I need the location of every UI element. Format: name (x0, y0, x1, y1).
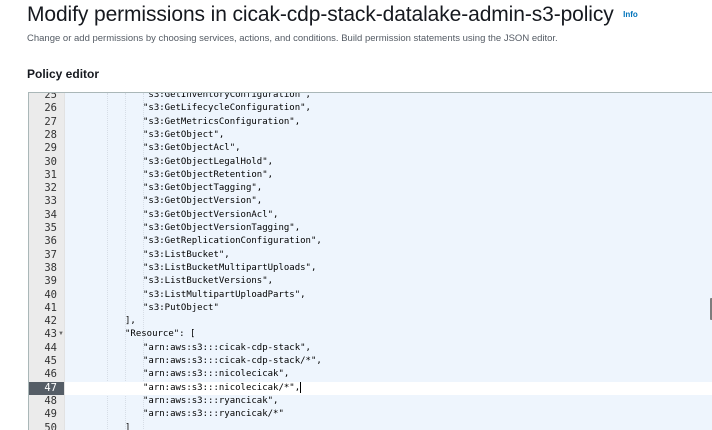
fold-toggle-icon[interactable]: ▼ (58, 331, 64, 338)
code-line: 49 "arn:aws:s3:::ryancicak/*" (29, 408, 712, 421)
code-line: 30 "s3:GetObjectLegalHold", (29, 156, 712, 169)
code-area[interactable] (65, 93, 712, 430)
code-line-text: "arn:aws:s3:::ryancicak/*" (143, 409, 284, 420)
code-line: 36 "s3:GetReplicationConfiguration", (29, 235, 712, 248)
line-number: 30 (44, 155, 57, 168)
line-number: 31 (44, 168, 57, 181)
line-number: 46 (44, 368, 57, 381)
line-number: 48 (44, 394, 57, 407)
policy-editor-heading: Policy editor (27, 67, 100, 81)
code-line: 31 "s3:GetObjectRetention", (29, 169, 712, 182)
code-line: 29 "s3:GetObjectAcl", (29, 142, 712, 155)
code-line-text: "s3:GetObjectLegalHold", (143, 156, 274, 167)
code-line: 44 "arn:aws:s3:::cicak-cdp-stack", (29, 342, 712, 355)
code-line: 32 "s3:GetObjectTagging", (29, 182, 712, 195)
code-line-text: "arn:aws:s3:::cicak-cdp-stack/*", (143, 356, 322, 366)
line-number: 36 (44, 235, 57, 248)
code-line: 39 "s3:ListBucketVersions", (29, 275, 712, 288)
line-number: 27 (44, 115, 57, 128)
code-line-text: "s3:ListBucketVersions", (143, 276, 274, 287)
code-line: 35 "s3:GetObjectVersionTagging", (29, 222, 712, 235)
code-line-text: "s3:GetObjectRetention", (143, 169, 274, 180)
active-line-gutter (29, 381, 64, 395)
code-line-text: "s3:PutObject" (143, 302, 219, 313)
code-line: 40 "s3:ListMultipartUploadParts", (29, 289, 712, 302)
line-number: 43 (44, 328, 57, 341)
info-link[interactable]: Info (623, 10, 638, 19)
page-title-text: Modify permissions in cicak-cdp-stack-da… (27, 3, 614, 26)
code-line: 41 "s3:PutObject" (29, 302, 712, 315)
code-line-text: "arn:aws:s3:::cicak-cdp-stack", (143, 342, 311, 353)
code-line-active: 47 "arn:aws:s3:::nicolecicak/*", (29, 381, 712, 395)
line-number: 37 (44, 248, 57, 261)
code-line-text: "s3:GetObjectAcl", (143, 143, 241, 154)
code-line-text: "arn:aws:s3:::ryancicak", (143, 395, 279, 406)
code-line-text: "s3:GetReplicationConfiguration", (143, 236, 322, 247)
page-subtitle: Change or add permissions by choosing se… (27, 33, 558, 44)
code-line-text: ] (125, 422, 131, 430)
line-number: 33 (44, 195, 57, 208)
code-line-text: "s3:ListBucketMultipartUploads", (143, 262, 317, 273)
line-number: 34 (44, 208, 57, 221)
code-line-text: "Resource": [ (125, 329, 196, 340)
line-number: 38 (44, 261, 57, 274)
line-number: 25 (44, 92, 57, 101)
code-line-text: "s3:ListBucket", (143, 249, 230, 260)
json-policy-editor[interactable]: 25 "s3:GetInventoryConfiguration", 26 "s… (28, 92, 712, 430)
line-number: 29 (44, 142, 57, 155)
code-line-text: "s3:GetObjectVersion", (143, 196, 263, 207)
code-line-text: "s3:GetObject", (143, 129, 225, 140)
code-line-text: "s3:GetObjectVersionTagging", (143, 223, 301, 233)
code-line: 26 "s3:GetLifecycleConfiguration", (29, 102, 712, 115)
code-line: 38 "s3:ListBucketMultipartUploads", (29, 262, 712, 275)
line-number: 47 (44, 381, 57, 394)
line-number: 50 (44, 421, 57, 430)
code-line-text: "s3:GetObjectVersionAcl", (143, 209, 279, 220)
page-title: Modify permissions in cicak-cdp-stack-da… (27, 3, 638, 27)
indent-guide (107, 93, 108, 430)
text-cursor (300, 381, 302, 393)
code-line: 28 "s3:GetObject", (29, 129, 712, 142)
code-line: 45 "arn:aws:s3:::cicak-cdp-stack/*", (29, 355, 712, 368)
code-line: 37 "s3:ListBucket", (29, 249, 712, 262)
code-line-text: "s3:GetLifecycleConfiguration", (143, 103, 311, 114)
code-line: 48 "arn:aws:s3:::ryancicak", (29, 395, 712, 408)
line-number: 40 (44, 288, 57, 301)
code-line: 50 ] (29, 422, 712, 430)
line-number: 41 (44, 301, 57, 314)
code-line: 33 "s3:GetObjectVersion", (29, 195, 712, 208)
editor-scrollbar-thumb[interactable] (710, 298, 712, 320)
line-number: 44 (44, 341, 57, 354)
active-line-highlight (65, 381, 712, 395)
line-number: 42 (44, 315, 57, 328)
line-number: 35 (44, 222, 57, 234)
code-line-text: "s3:GetObjectTagging", (143, 183, 263, 194)
line-number: 45 (44, 355, 57, 367)
code-line-text: "arn:aws:s3:::nicolecicak/*", (143, 381, 302, 395)
line-number: 39 (44, 275, 57, 288)
code-line-text: "arn:aws:s3:::nicolecicak", (143, 369, 290, 380)
code-line: 34 "s3:GetObjectVersionAcl", (29, 209, 712, 222)
code-line-text: "s3:ListMultipartUploadParts", (143, 289, 306, 300)
indent-guide (143, 93, 144, 430)
code-line-content: "arn:aws:s3:::nicolecicak/*", (143, 382, 301, 393)
code-line: 43 ▼ "Resource": [ (29, 328, 712, 341)
code-line: 25 "s3:GetInventoryConfiguration", (29, 92, 712, 102)
code-line: 27 "s3:GetMetricsConfiguration", (29, 116, 712, 129)
line-number-gutter (29, 93, 65, 430)
line-number: 32 (44, 182, 57, 195)
line-number: 49 (44, 408, 57, 421)
code-line-text: "s3:GetInventoryConfiguration", (143, 92, 311, 100)
line-number: 28 (44, 128, 57, 141)
code-line-text: ], (125, 316, 136, 327)
code-line: 46 "arn:aws:s3:::nicolecicak", (29, 368, 712, 381)
indent-guide (125, 93, 126, 430)
line-number: 26 (44, 102, 57, 115)
code-line-text: "s3:GetMetricsConfiguration", (143, 116, 301, 127)
code-line: 42 ], (29, 315, 712, 328)
